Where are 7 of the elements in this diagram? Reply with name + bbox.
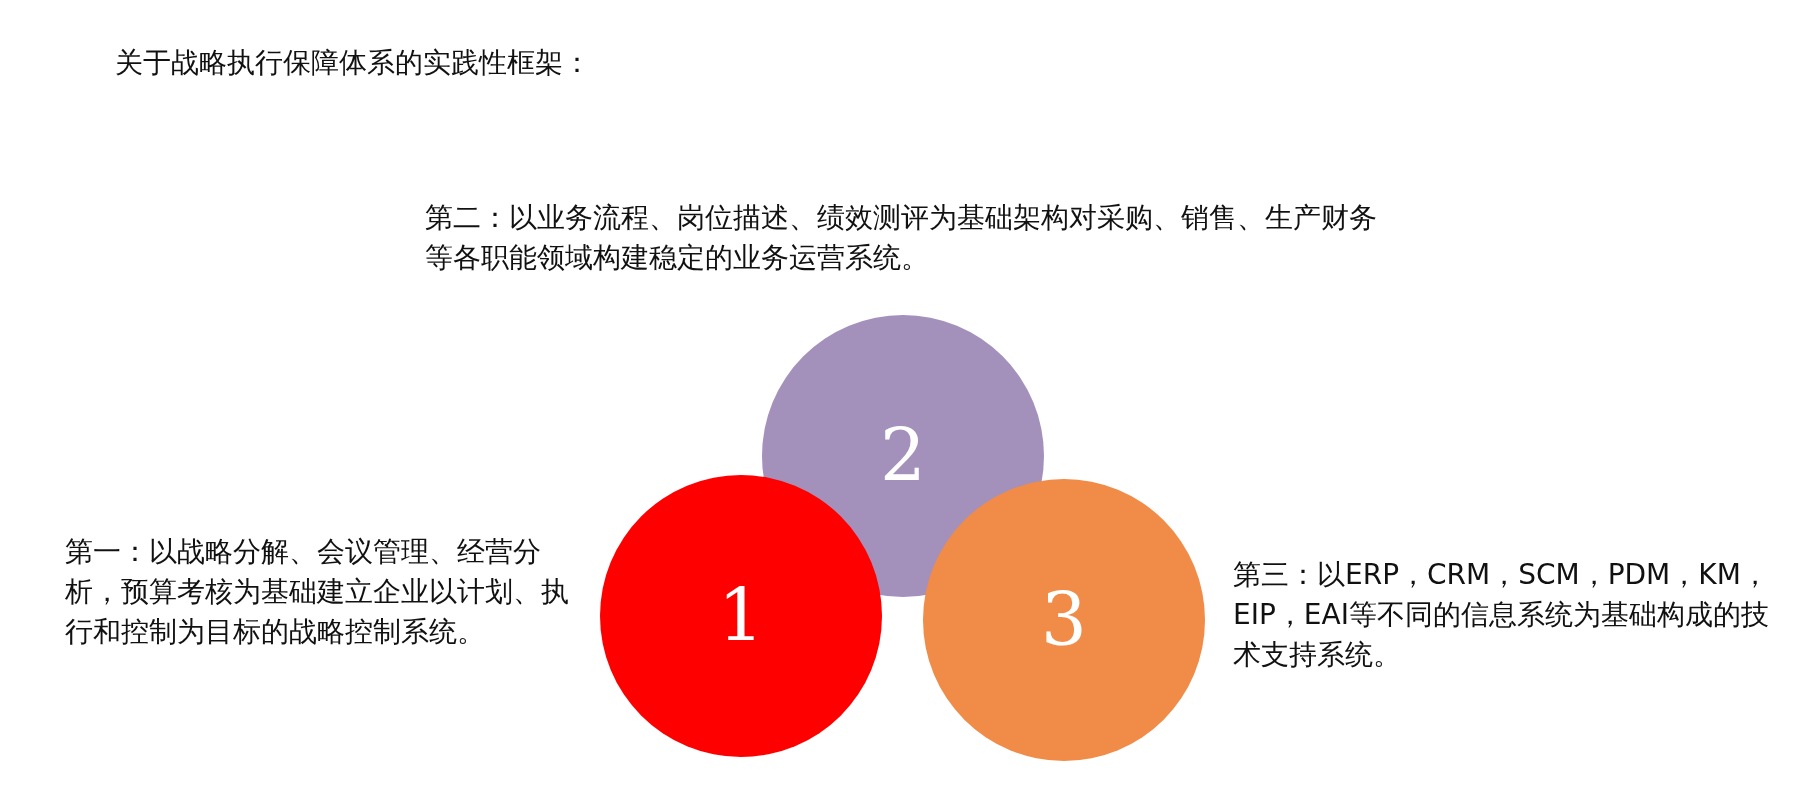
title: 关于战略执行保障体系的实践性框架： xyxy=(115,45,591,81)
description-text: 第二：以业务流程、岗位描述、绩效测评为基础架构对采购、销售、生产财务等各职能领域构建稳定的业务运营系统。 xyxy=(425,200,1378,276)
circle-number: 2 xyxy=(880,414,926,498)
circle-number: 1 xyxy=(718,574,764,658)
description-text: 第一：以战略分解、会议管理、经营分析，预算考核为基础建立企业以计划、执行和控制为目标的战略控制系统。 xyxy=(65,534,570,650)
circle-number: 3 xyxy=(1041,578,1087,662)
description-text: 第三：以ERP，CRM，SCM，PDM，KM，EIP，EAI等不同的信息系统为基础构成的技术支持系统。 xyxy=(1233,557,1770,673)
